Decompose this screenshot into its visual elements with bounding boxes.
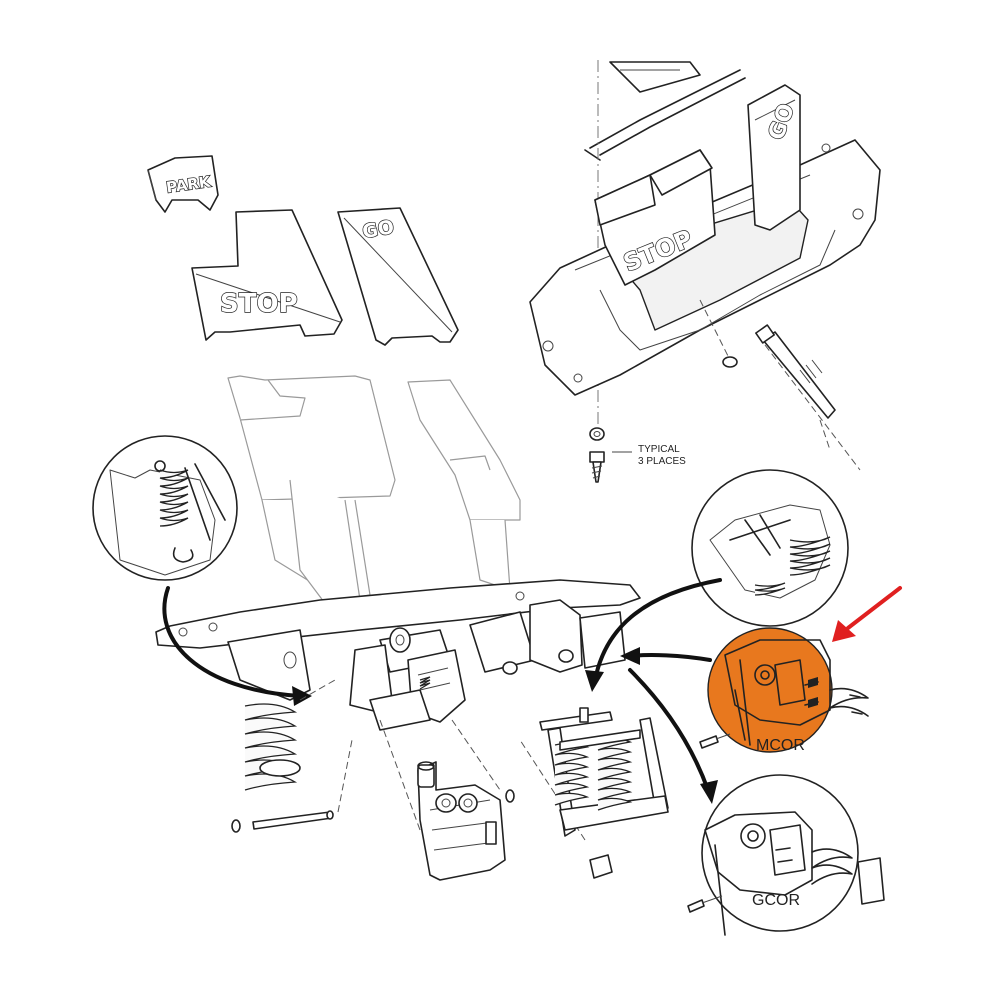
switch-inset-arrowhead xyxy=(585,670,604,692)
switch-inset-arrow xyxy=(593,578,722,682)
typical-text: TYPICAL xyxy=(638,444,680,455)
inset-spring xyxy=(159,469,189,527)
spring-dash-line xyxy=(299,679,336,701)
mcor-arrow xyxy=(628,653,712,662)
gcor-arrow xyxy=(628,668,710,792)
red-pointer-arrow xyxy=(832,586,902,642)
gcor-inset: GCOR xyxy=(701,774,885,936)
stop-pad: STOP xyxy=(191,209,343,341)
stop-pad-text: STOP xyxy=(220,289,298,319)
gcor-label: GCOR xyxy=(752,892,800,909)
mcor-screw xyxy=(699,733,731,749)
go-pad: GO xyxy=(337,207,459,346)
spring-inset-arrowhead xyxy=(292,686,312,706)
linkage-bracket xyxy=(379,719,515,881)
park-pad: PARK xyxy=(147,155,219,213)
spring-inset-arrow xyxy=(162,586,302,698)
mcor-arrowhead xyxy=(620,647,640,665)
spring-detail-inset xyxy=(92,435,238,581)
gcor-arrowhead xyxy=(700,780,718,804)
return-spring xyxy=(244,703,301,791)
pedal-frame xyxy=(155,375,641,731)
assembled-pedal-box: STOP GO xyxy=(529,60,881,483)
mcor-label: MCOR xyxy=(756,737,805,754)
gcor-screw xyxy=(687,895,723,913)
mcor-highlight: MCOR xyxy=(707,627,869,754)
switch-detail-inset xyxy=(691,469,849,627)
dual-spring-assembly xyxy=(519,707,669,879)
mcor-circle xyxy=(707,627,833,753)
typical-callout: TYPICAL 3 PLACES xyxy=(612,444,686,467)
places-text: 3 PLACES xyxy=(638,456,686,467)
pivot-pin xyxy=(231,739,353,833)
